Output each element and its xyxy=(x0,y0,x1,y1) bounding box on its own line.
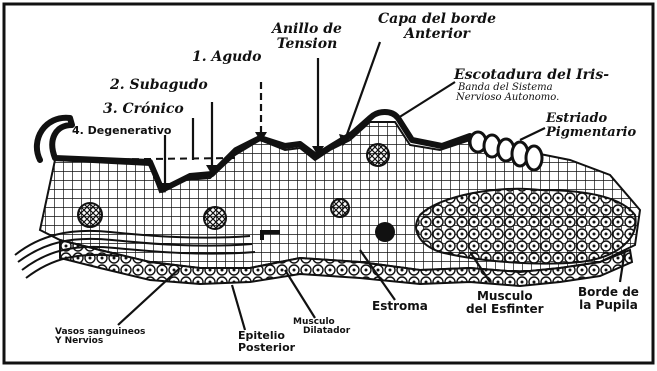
label-vasos-y-nervios: Vasos sanguineos Y Nervios xyxy=(55,328,145,347)
label-musculo-esfinter: Musculo del Esfinter xyxy=(466,290,544,315)
label-anillo-de-tension: Anillo de Tension xyxy=(272,22,342,51)
label-estriado-pigmentario: Estriado Pigmentario xyxy=(546,112,636,139)
label-capa-line1: Capa del borde xyxy=(378,12,496,27)
label-estriado-line2: Pigmentario xyxy=(546,126,636,140)
dark-crypt xyxy=(375,222,395,242)
label-epitelio-line2: Posterior xyxy=(238,342,295,354)
label-subagudo: 2. Subagudo xyxy=(110,78,208,93)
label-cronico: 3. Crónico xyxy=(103,102,184,117)
label-degenerativo: 4. Degenerativo xyxy=(72,125,171,137)
sphincter-muscle xyxy=(416,189,636,264)
label-vasos-line2: Y Nervios xyxy=(55,337,145,346)
label-capa-line2: Anterior xyxy=(378,27,496,42)
label-epitelio-posterior: Epitelio Posterior xyxy=(238,330,295,353)
label-epitelio-line1: Epitelio xyxy=(238,330,295,342)
label-estriado-line1: Estriado xyxy=(546,112,636,126)
label-borde-pupila: Borde de la Pupila xyxy=(578,286,639,311)
label-musculo-esfinter-line2: del Esfinter xyxy=(466,303,544,316)
label-borde-pupila-line1: Borde de xyxy=(578,286,639,299)
escotadura-arrow xyxy=(398,82,455,118)
label-anillo-line2: Tension xyxy=(272,37,342,52)
musculo-dilatador-arrow xyxy=(285,270,315,318)
label-musculo-dilatador-line2: Dilatador xyxy=(293,327,350,336)
label-musculo-dilatador: Musculo Dilatador xyxy=(293,318,350,337)
estriado-arrow xyxy=(520,128,545,140)
label-anillo-line1: Anillo de xyxy=(272,22,342,37)
epitelio-arrow xyxy=(232,285,245,330)
label-escotadura: Escotadura del Iris- Banda del Sistema N… xyxy=(454,68,609,104)
label-escotadura-line3: Nervioso Autonomo. xyxy=(454,93,609,104)
label-musculo-esfinter-line1: Musculo xyxy=(466,290,544,303)
label-escotadura-line1: Escotadura del Iris- xyxy=(454,68,609,83)
label-agudo: 1. Agudo xyxy=(192,50,261,65)
label-estroma: Estroma xyxy=(372,300,428,313)
label-borde-pupila-line2: la Pupila xyxy=(578,299,639,312)
label-capa-del-borde: Capa del borde Anterior xyxy=(378,12,496,41)
